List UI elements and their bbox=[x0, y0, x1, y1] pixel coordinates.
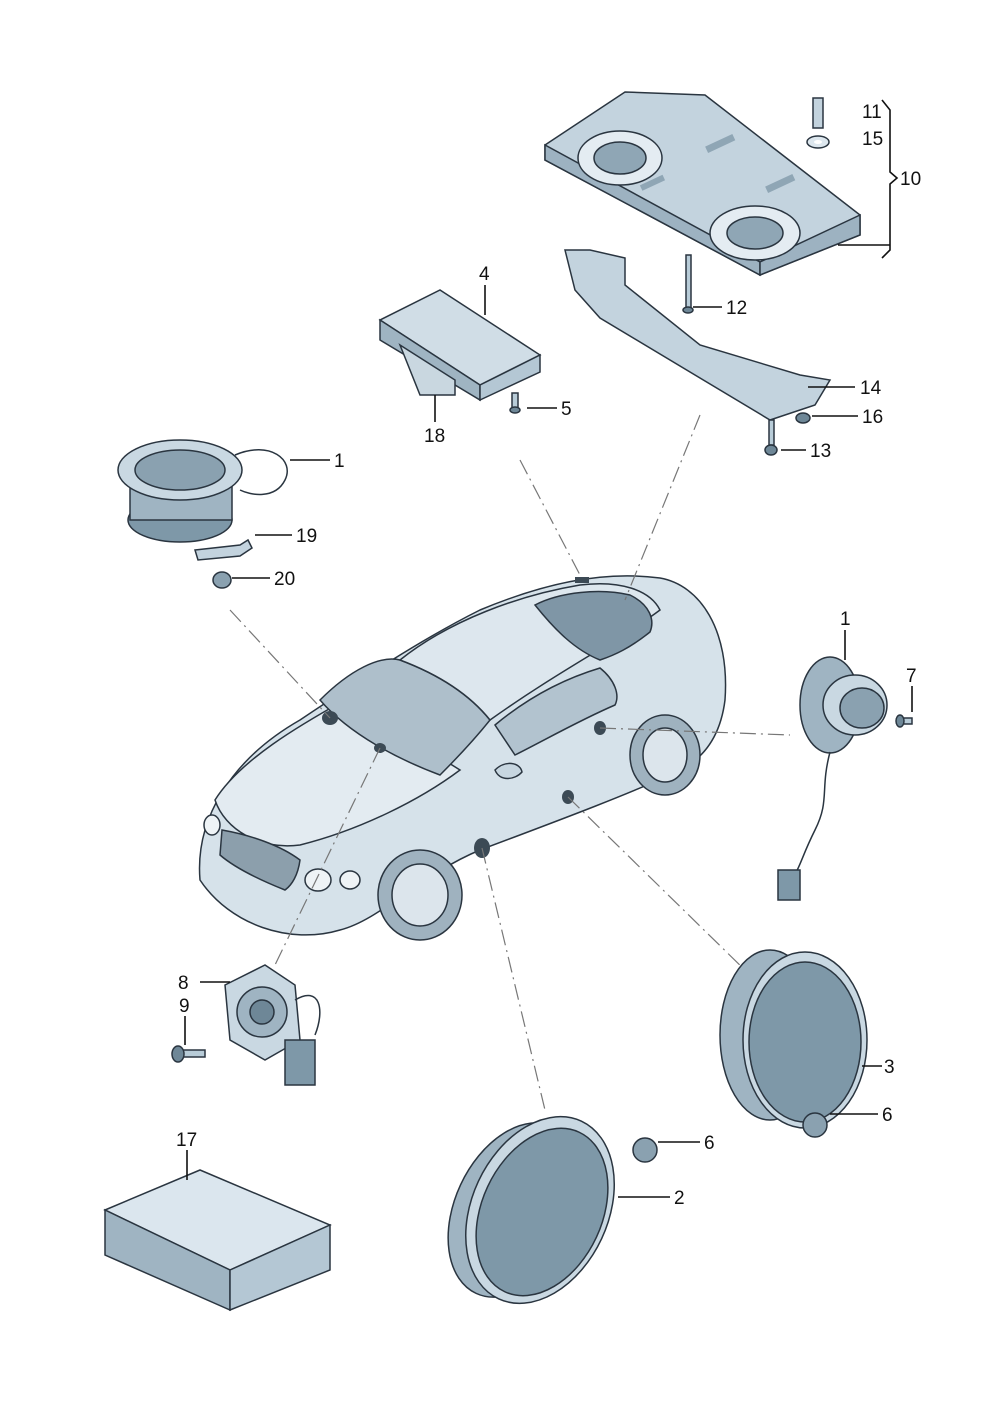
callout-6-mid: 6 bbox=[704, 1133, 715, 1154]
callout-20: 20 bbox=[274, 569, 295, 590]
nut-6-mid bbox=[632, 1137, 658, 1163]
callout-5: 5 bbox=[561, 399, 572, 420]
radio-unit-17 bbox=[103, 1169, 332, 1312]
rear-shelf-speaker-tray bbox=[544, 91, 861, 277]
tweeter-8 bbox=[224, 964, 321, 1086]
callout-17: 17 bbox=[176, 1130, 197, 1151]
callout-19: 19 bbox=[296, 526, 317, 547]
callout-9: 9 bbox=[179, 996, 190, 1017]
callout-13: 13 bbox=[810, 441, 831, 462]
callout-12: 12 bbox=[726, 298, 747, 319]
callout-10: 10 bbox=[900, 169, 921, 190]
callout-11: 11 bbox=[862, 102, 882, 123]
nut-20 bbox=[212, 571, 232, 589]
callout-3: 3 bbox=[884, 1057, 895, 1078]
nut-6-right bbox=[802, 1112, 828, 1138]
callout-18: 18 bbox=[424, 426, 445, 447]
callout-labels: 1 19 20 4 5 18 11 15 10 12 14 16 13 1 7 … bbox=[176, 102, 921, 1209]
speaker-1-left bbox=[117, 439, 288, 543]
leader-lines bbox=[184, 99, 913, 1198]
car-illustration bbox=[198, 575, 727, 941]
callout-7: 7 bbox=[906, 666, 917, 687]
speaker-2 bbox=[447, 1115, 616, 1305]
screw-11-washer-15 bbox=[806, 97, 830, 149]
small-fasteners bbox=[682, 254, 811, 456]
speaker-3 bbox=[719, 949, 868, 1129]
locator-lines bbox=[229, 414, 791, 1111]
amplifier-module bbox=[378, 289, 542, 402]
screw-7 bbox=[895, 714, 913, 728]
screw-5 bbox=[509, 392, 521, 414]
callout-15: 15 bbox=[862, 129, 883, 150]
callout-2: 2 bbox=[674, 1188, 685, 1209]
callout-4: 4 bbox=[479, 264, 490, 285]
callout-6-right: 6 bbox=[882, 1105, 893, 1126]
callout-1-top: 1 bbox=[334, 451, 345, 472]
screw-9 bbox=[171, 1045, 206, 1063]
speaker-1-right bbox=[777, 656, 888, 901]
tray-mounting-bracket bbox=[564, 249, 832, 421]
callout-8: 8 bbox=[178, 973, 189, 994]
bracket-19 bbox=[194, 538, 253, 561]
callout-16: 16 bbox=[862, 407, 883, 428]
callout-1-right: 1 bbox=[840, 609, 851, 630]
callout-14: 14 bbox=[860, 378, 882, 399]
